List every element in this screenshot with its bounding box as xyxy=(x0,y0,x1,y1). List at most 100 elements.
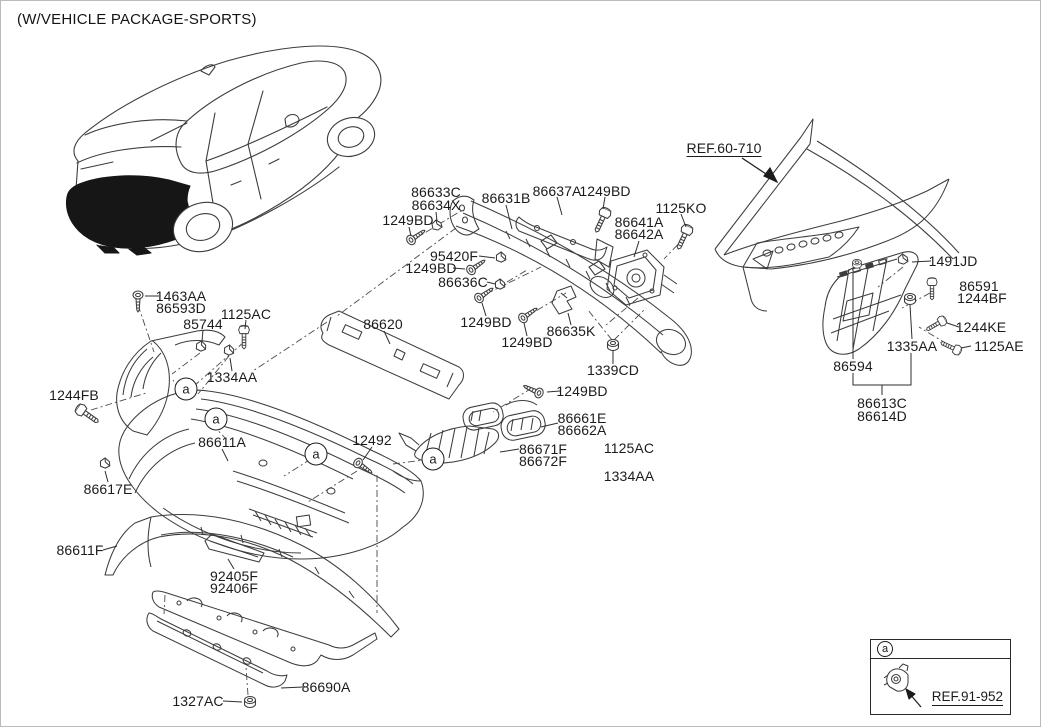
part-label-1249BD-2: 1249BD xyxy=(579,183,631,199)
part-label-1249BD-1: 1249BD xyxy=(382,212,434,228)
part-label-86662A: 86662A xyxy=(557,422,607,438)
part-label-1125AC-1: 1125AC xyxy=(220,306,272,322)
part-label-86611A: 86611A xyxy=(198,434,246,450)
part-label-1491JD: 1491JD xyxy=(928,253,978,269)
part-label-86614D: 86614D xyxy=(857,408,907,424)
part-label-86593D: 86593D xyxy=(156,300,206,316)
bolt-1249bd-2-icon xyxy=(590,205,614,236)
part-label-86617E: 86617E xyxy=(83,481,133,497)
part-label-86631B: 86631B xyxy=(481,190,531,206)
part-label-1249BD-6: 1249BD xyxy=(556,383,608,399)
nut-1339cd-icon xyxy=(606,338,620,352)
part-label-86672F: 86672F xyxy=(518,453,568,469)
side-support-bracket-drawing xyxy=(822,251,919,355)
car-rear-wheel xyxy=(172,201,234,253)
part-label-86613C: 86613C xyxy=(857,395,907,411)
part-label-86637A: 86637A xyxy=(532,183,582,199)
legend-arrow-icon xyxy=(905,688,922,708)
part-label-92405F: 92405F xyxy=(209,568,259,584)
diagram-title: (W/VEHICLE PACKAGE-SPORTS) xyxy=(17,11,257,28)
part-label-1125KO: 1125KO xyxy=(655,200,707,216)
part-label-12492: 12492 xyxy=(352,432,392,448)
bolt-1125ko-icon xyxy=(672,222,696,253)
bumper-side-section-drawing xyxy=(116,329,226,436)
legend-marker-a: a xyxy=(877,641,893,657)
part-label-86641A: 86641A xyxy=(614,214,664,230)
legend-box: a REF.91-952 xyxy=(870,639,1011,715)
side-bracket-86635K-drawing xyxy=(551,285,577,315)
screw-1249bd-5-icon xyxy=(516,303,541,325)
part-label-86620: 86620 xyxy=(363,316,403,332)
part-label-95420F: 95420F xyxy=(429,248,479,264)
part-label-86690A: 86690A xyxy=(301,679,351,695)
part-label-1334AA-2: 1334AA xyxy=(603,468,655,484)
ref-arrow-icon xyxy=(741,157,779,184)
part-label-86591: 86591 xyxy=(959,278,999,294)
energy-absorber-drawing xyxy=(320,310,465,400)
legend-sensor-drawing xyxy=(883,663,922,708)
part-label-86594: 86594 xyxy=(833,358,873,374)
clip-86617e-icon xyxy=(98,456,112,470)
bolt-1244fb-icon xyxy=(72,401,103,428)
part-label-1244BF: 1244BF xyxy=(957,290,1007,306)
bolt-86591-icon xyxy=(926,277,938,301)
legend-header: a xyxy=(871,640,1010,659)
license-bracket-86641A-drawing xyxy=(606,249,678,306)
part-label-1334AA-1: 1334AA xyxy=(206,369,258,385)
mounting-bracket-86637A-drawing xyxy=(515,216,614,268)
screw-1463aa-icon xyxy=(132,290,144,313)
part-label-1244FB: 1244FB xyxy=(49,387,99,403)
part-label-1339CD: 1339CD xyxy=(587,362,639,378)
marker-a-2: a xyxy=(204,407,228,431)
part-label-86636C: 86636C xyxy=(438,274,488,290)
part-label-1249BD-5: 1249BD xyxy=(501,334,553,350)
part-label-86635K: 86635K xyxy=(546,323,596,339)
car-front-wheel xyxy=(326,116,376,158)
exhaust-tip-drawing xyxy=(462,399,546,441)
bolt-1244ke-icon xyxy=(923,313,949,335)
bolt-1125ae-icon xyxy=(938,337,964,357)
part-label-1249BD-3: 1249BD xyxy=(405,260,457,276)
marker-a-1: a xyxy=(174,377,198,401)
part-label-1327AC: 1327AC xyxy=(172,693,224,709)
muffler-garnish-drawing xyxy=(398,425,500,464)
part-label-1249BD-4: 1249BD xyxy=(460,314,512,330)
nut-1335aa-icon xyxy=(903,292,917,306)
lower-lip-drawing xyxy=(104,514,400,638)
screw-1249bd-6-icon xyxy=(520,380,546,400)
lower-cover-blade-drawing xyxy=(204,533,265,563)
clip-95420f-icon xyxy=(494,250,508,264)
leader-lines xyxy=(102,196,972,703)
part-label-1244KE: 1244KE xyxy=(955,319,1007,335)
clip-1334aa-icon xyxy=(222,343,236,357)
ref-label-60-710: REF.60-710 xyxy=(686,140,762,157)
clip-85744-icon xyxy=(194,339,208,353)
part-label-1463AA: 1463AA xyxy=(155,288,207,304)
ref-label-91-952: REF.91-952 xyxy=(931,689,1003,706)
part-label-1125AC-2: 1125AC xyxy=(603,440,655,456)
nut-1327ac-icon xyxy=(243,695,257,709)
marker-a-4: a xyxy=(421,447,445,471)
part-label-86633C: 86633C xyxy=(411,184,461,200)
screw-1249bd-1-icon xyxy=(404,225,429,247)
part-label-92406F: 92406F xyxy=(209,580,259,596)
part-label-86661E: 86661E xyxy=(557,410,607,426)
bumper-cover-drawing xyxy=(118,389,424,560)
clip-1491jd-icon xyxy=(897,253,910,265)
part-label-86611F: 86611F xyxy=(56,542,104,558)
part-label-1125AE: 1125AE xyxy=(974,338,1024,354)
clip-86636c-icon xyxy=(493,277,507,291)
part-label-86634X: 86634X xyxy=(411,197,461,213)
part-label-86642A: 86642A xyxy=(614,226,664,242)
dash-alignment-lines xyxy=(90,208,948,696)
marker-a-3: a xyxy=(304,442,328,466)
part-label-85744: 85744 xyxy=(183,316,223,332)
quarter-panel-drawing xyxy=(714,118,960,312)
molding-strip-drawing xyxy=(146,612,288,688)
part-label-86671F: 86671F xyxy=(518,441,568,457)
part-label-1335AA: 1335AA xyxy=(886,338,938,354)
lower-cover-strip-drawing xyxy=(151,590,378,667)
nut-bracket-top-icon xyxy=(852,258,862,269)
